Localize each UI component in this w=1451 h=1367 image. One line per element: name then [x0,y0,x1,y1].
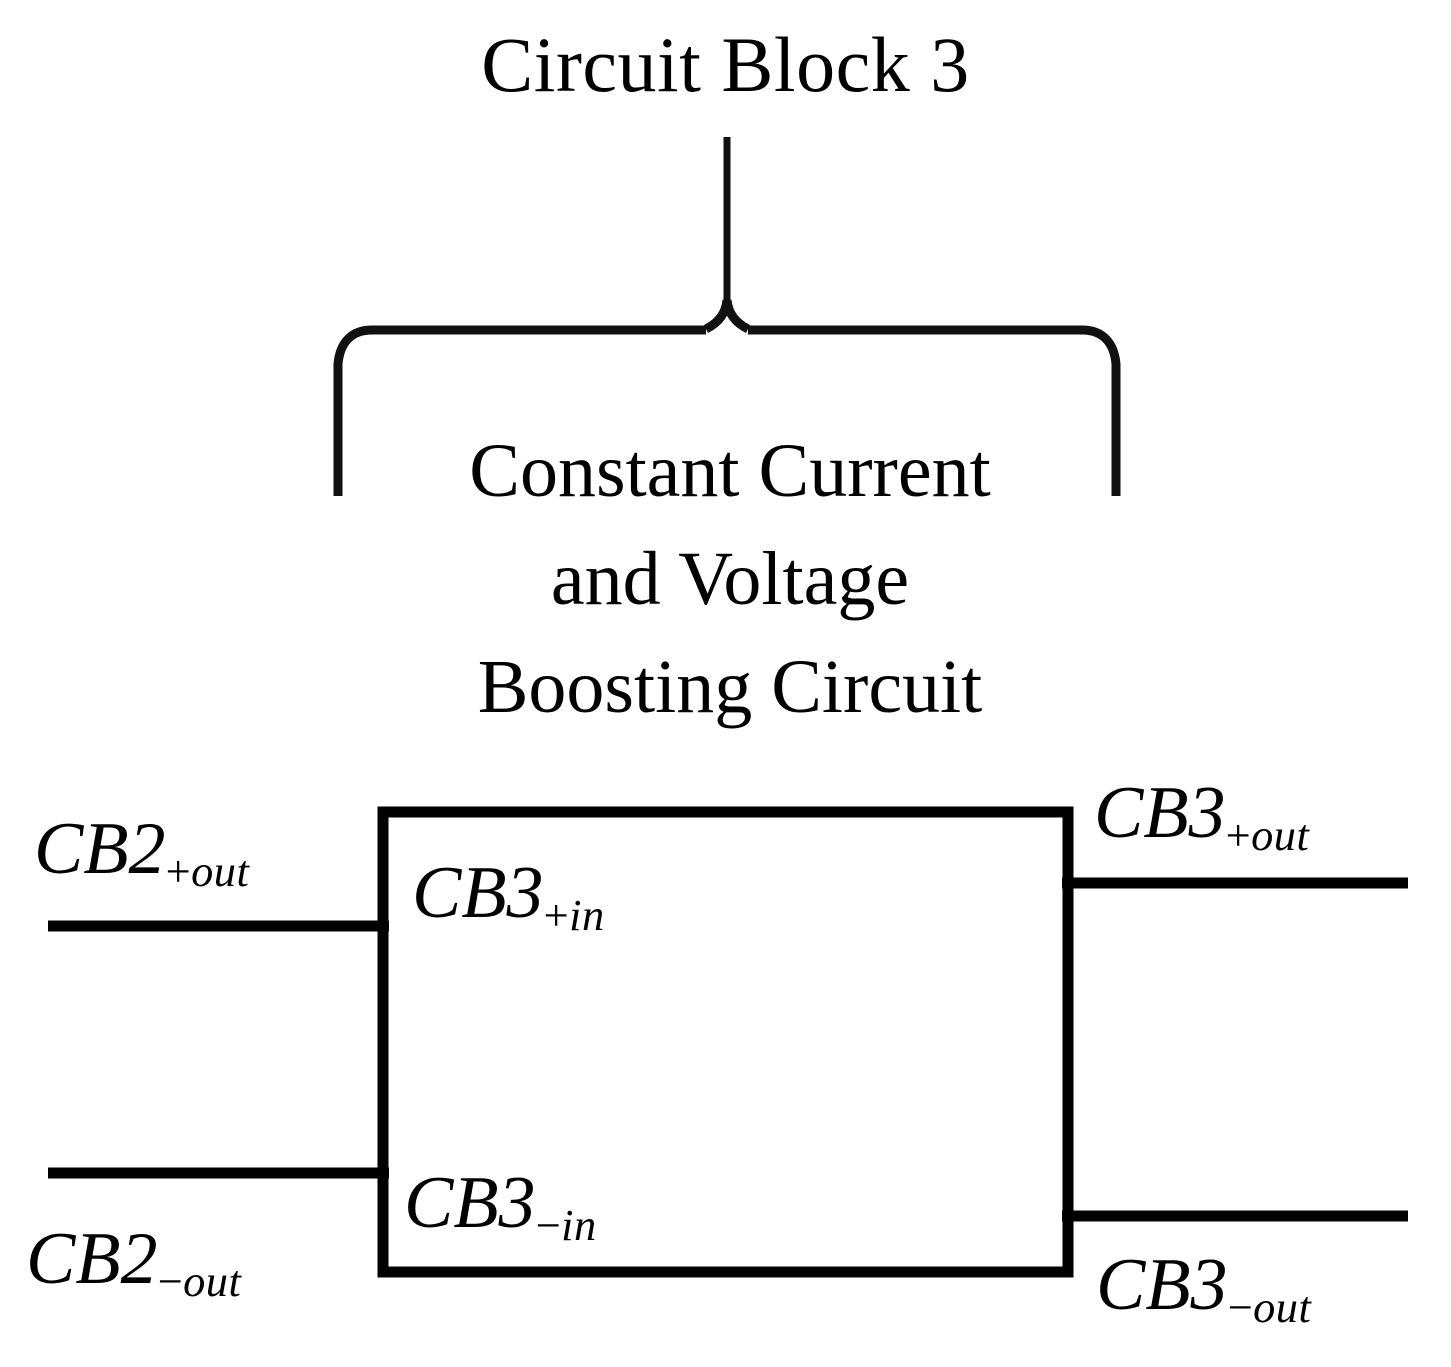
port-label-base: CB3 [404,1162,536,1244]
block-description: Constant Current and Voltage Boosting Ci… [340,418,1120,742]
port-label-sign: + [543,890,570,941]
port-label-cb2-plus-out: CB2+out [34,812,249,894]
port-label-sign: + [1225,810,1252,861]
port-label-cb2-minus-out: CB2−out [26,1222,241,1304]
port-label-sign: − [1227,1282,1254,1333]
port-label-suffix: out [1251,810,1310,861]
port-label-sign: − [535,1200,562,1251]
port-label-base: CB3 [1096,1244,1228,1326]
port-label-sign: − [157,1256,184,1307]
port-label-suffix: in [561,1200,597,1251]
figure-title: Circuit Block 3 [481,21,970,108]
port-label-suffix: out [1253,1282,1312,1333]
block-description-line-3: Boosting Circuit [477,644,983,729]
port-label-base: CB2 [26,1218,158,1300]
block-description-line-1: Constant Current [469,429,991,513]
block-description-line-2: and Voltage [550,536,910,621]
port-label-base: CB3 [412,852,544,934]
block-port-label-cb3-minus-in: CB3−in [404,1166,597,1248]
port-label-suffix: in [569,890,605,941]
block-port-label-cb3-plus-in: CB3+in [412,856,605,938]
port-label-suffix: out [191,846,250,897]
port-label-suffix: out [183,1256,242,1307]
port-label-base: CB2 [34,808,166,890]
curly-brace [333,137,1121,496]
port-label-base: CB3 [1094,772,1226,854]
circuit-block-rectangle [377,806,1074,1278]
port-label-cb3-minus-out: CB3−out [1096,1248,1311,1330]
port-label-cb3-plus-out: CB3+out [1094,776,1309,858]
port-label-sign: + [165,846,192,897]
